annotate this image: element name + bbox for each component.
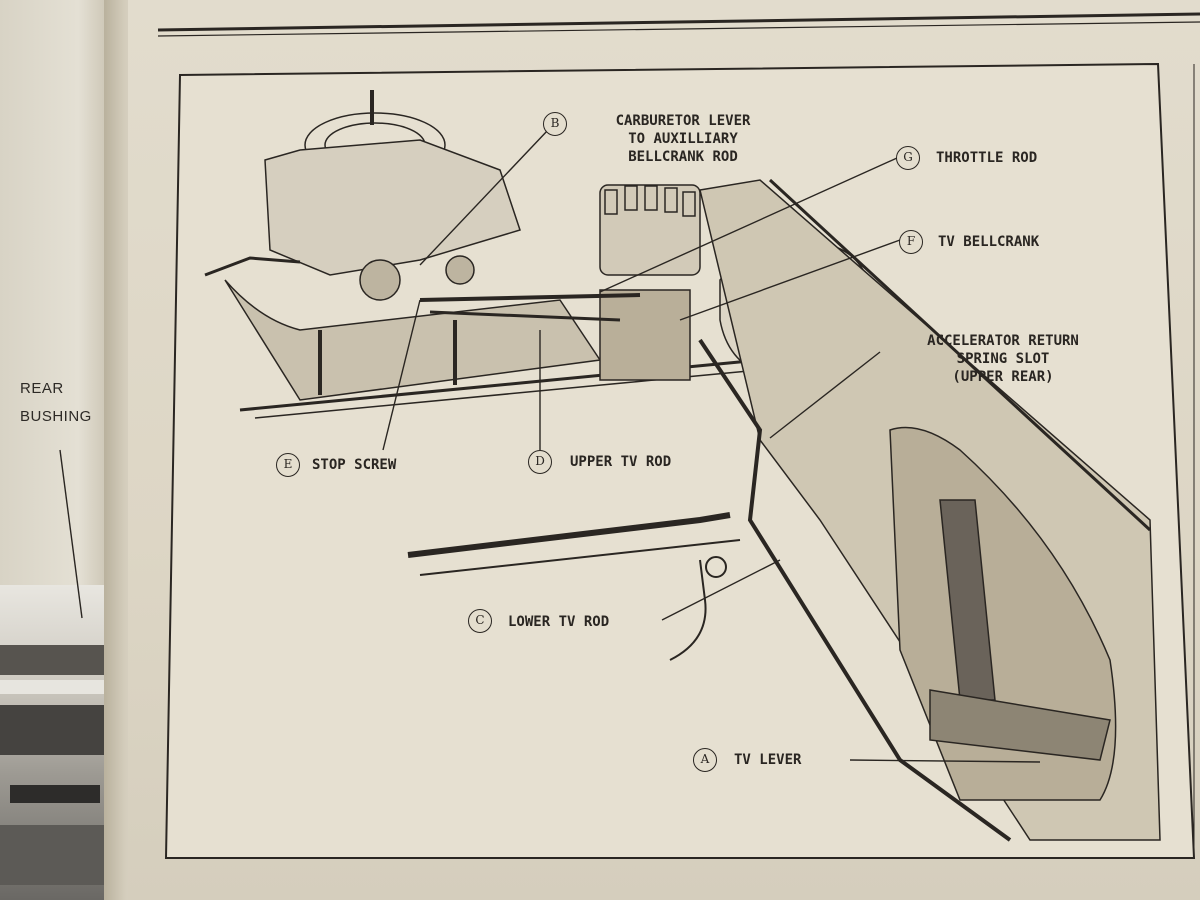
upper-tv-rod-line (429, 310, 621, 322)
leader-spring (769, 351, 881, 439)
callout-badge-C: C (468, 609, 492, 633)
leader-G (599, 157, 898, 293)
callout-label-F: TV BELLCRANK (938, 234, 1040, 250)
leader-lines (59, 129, 1041, 763)
distributor (599, 184, 701, 381)
carburetor-assembly (204, 90, 781, 419)
lower-tv-rod-line (698, 338, 1012, 842)
firewall-panel (699, 178, 1161, 841)
rear-bushing-photo (0, 585, 112, 900)
leader-F (679, 239, 901, 321)
callout-label-spring: ACCELERATOR RETURN SPRING SLOT (UPPER RE… (878, 332, 1128, 386)
callout-badge-E: E (276, 453, 300, 477)
callout-B-line3: BELLCRANK ROD (628, 149, 738, 165)
header-rule-thick (157, 12, 1200, 32)
callout-spring-line2: SPRING SLOT (956, 351, 1050, 367)
leader-E (382, 299, 421, 451)
rear-label-line2: BUSHING (20, 408, 92, 425)
lower-panel-edge (407, 512, 731, 558)
linkage-rods (407, 293, 1012, 842)
callout-label-C: LOWER TV ROD (508, 614, 610, 630)
leader-A (849, 759, 1041, 763)
callout-badge-G: G (896, 146, 920, 170)
callout-badge-D: D (528, 450, 552, 474)
callout-spring-line1: ACCELERATOR RETURN (927, 333, 1079, 349)
throttle-rod-line (419, 293, 641, 302)
callout-B-line1: CARBURETOR LEVER (615, 113, 751, 129)
leader-rear-bushing (59, 449, 83, 619)
callout-badge-B: B (543, 112, 567, 136)
leader-B (419, 129, 549, 266)
callout-label-E: STOP SCREW (312, 457, 397, 473)
callout-badge-F: F (899, 230, 923, 254)
leader-C (661, 559, 781, 621)
callout-badge-A: A (693, 748, 717, 772)
callout-spring-line3: (UPPER REAR) (952, 369, 1054, 385)
rear-bushing-label: REAR BUSHING (20, 375, 100, 431)
callout-B-line2: TO AUXILLIARY (628, 131, 738, 147)
callout-label-D: UPPER TV ROD (570, 454, 672, 470)
callout-label-A: TV LEVER (734, 752, 802, 768)
header-rule-thin (157, 21, 1200, 37)
callout-label-G: THROTTLE ROD (936, 150, 1038, 166)
rear-label-line1: REAR (20, 380, 64, 397)
photo-illustration (0, 645, 112, 885)
callout-label-B: CARBURETOR LEVER TO AUXILLIARY BELLCRANK… (578, 112, 788, 166)
